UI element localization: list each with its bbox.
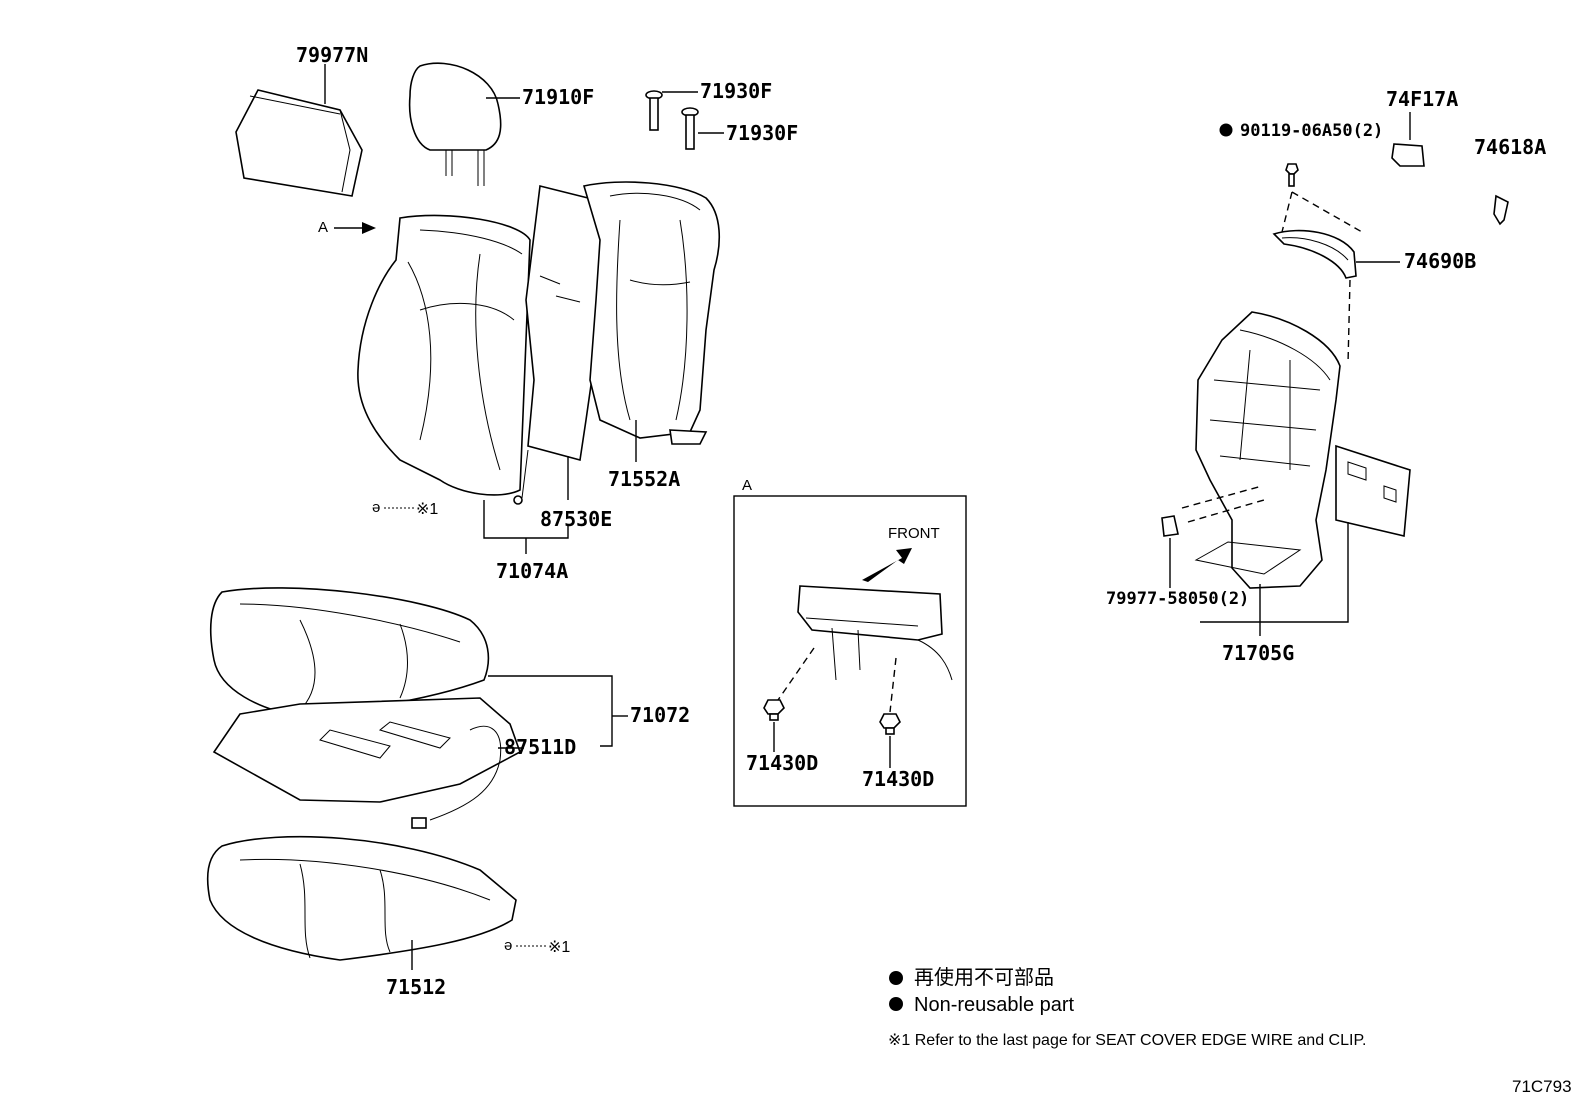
dash-clip-b [1187, 499, 1265, 523]
inset-bolt-left [763, 699, 785, 721]
leader-71705g [1200, 522, 1349, 623]
part-71074a: 71074A [496, 559, 568, 583]
seatback-cover-drawing [357, 214, 531, 496]
ref1-lower: ※1 [548, 939, 570, 956]
part-90119: 90119-06A50(2) [1240, 121, 1383, 141]
inset-dash-right [889, 657, 897, 713]
cap-74618a-drawing [1493, 194, 1509, 226]
part-74618a: 74618A [1474, 135, 1546, 159]
inset-a-frame [733, 495, 967, 807]
dash-garnish [1347, 279, 1351, 365]
inset-a-mark: A [742, 477, 752, 494]
dash-clip-a [1181, 485, 1263, 509]
part-71930f-b: 71930F [726, 121, 798, 145]
part-74690b: 74690B [1404, 249, 1476, 273]
screw-drawing [1285, 163, 1299, 187]
figure-code: 71C793 [1512, 1077, 1572, 1096]
inset-bolt-right [879, 713, 901, 735]
legend-dot-en [889, 997, 903, 1011]
seatback-pad-drawing [582, 181, 721, 445]
headrest-drawing [408, 62, 502, 186]
inset-bracket-drawing [797, 585, 953, 681]
part-79977n: 79977N [296, 43, 368, 67]
headrest-pad-drawing [235, 89, 363, 197]
front-label: FRONT [888, 525, 940, 542]
clip-ref-mark-lower: ə [504, 937, 512, 954]
cushion-pad-drawing [206, 835, 517, 961]
inset-dash-left [777, 647, 815, 701]
headrest-guide-drawing [645, 90, 699, 150]
garnish-74690b-drawing [1272, 229, 1357, 279]
part-79977-58050: 79977-58050(2) [1106, 589, 1249, 609]
clip-79977-58050-drawing [1161, 515, 1179, 537]
seatback-board-drawing [1194, 311, 1411, 589]
clip-ref-mark-upper: ə [372, 499, 380, 516]
part-71552a: 71552A [608, 467, 680, 491]
part-71072: 71072 [630, 703, 690, 727]
clip-74f17a-drawing [1391, 143, 1425, 167]
legend-note-ref1: ※1 Refer to the last page for SEAT COVER… [888, 1032, 1367, 1049]
non-reusable-dot [1219, 123, 1233, 137]
front-arrow [862, 548, 912, 582]
ref1-upper: ※1 [416, 501, 438, 518]
leader-71072 [488, 675, 613, 747]
view-a-arrow-head [362, 222, 376, 234]
dash-screw [1281, 191, 1293, 233]
dash-screw-right [1291, 191, 1363, 233]
part-71430d-b: 71430D [862, 767, 934, 791]
legend-non-reusable-en: Non-reusable part [914, 994, 1075, 1016]
part-71930f-a: 71930F [700, 79, 772, 103]
legend-dot-ja [889, 971, 903, 985]
legend-non-reusable-ja: 再使用不可部品 [914, 966, 1054, 989]
part-71512: 71512 [386, 975, 446, 999]
part-71705g: 71705G [1222, 641, 1294, 665]
cushion-cover-drawing [209, 587, 490, 717]
part-71910f: 71910F [522, 85, 594, 109]
part-71430d-a: 71430D [746, 751, 818, 775]
view-a-mark: A [318, 219, 328, 236]
cushion-heater-drawing [212, 697, 521, 829]
part-87511d: 87511D [504, 735, 576, 759]
part-74f17a: 74F17A [1386, 87, 1458, 111]
part-87530e: 87530E [540, 507, 612, 531]
